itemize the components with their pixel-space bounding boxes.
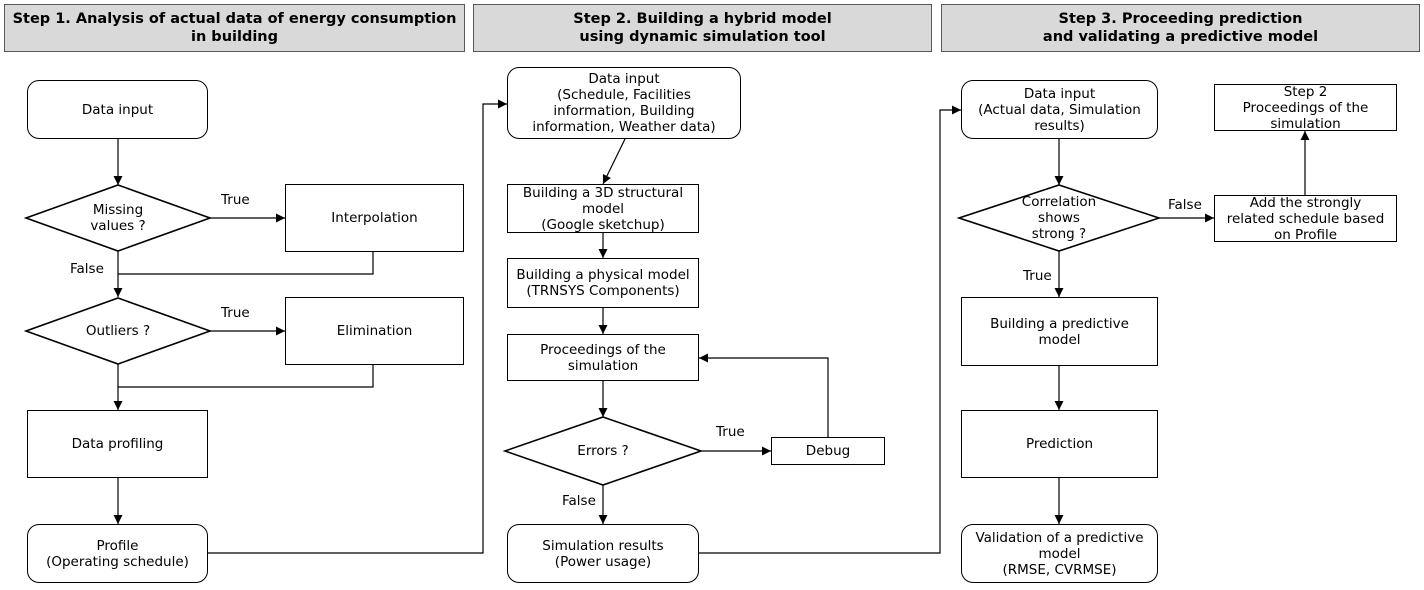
simulation-results-box: Simulation results (Power usage) <box>507 524 699 583</box>
step1-data-input-text: Data input <box>81 101 154 118</box>
proceedings-line2: simulation <box>567 357 639 374</box>
step1-header-line1: Step 1. Analysis of actual data of energ… <box>12 11 457 27</box>
validation-line3: (RMSE, CVRMSE) <box>1002 561 1117 578</box>
predictive-model-line1: Building a predictive <box>990 315 1129 332</box>
predictive-model-box: Building a predictive model <box>961 297 1158 366</box>
debug-box: Debug <box>771 437 885 465</box>
step1-header: Step 1. Analysis of actual data of energ… <box>4 4 465 52</box>
proceedings-line1: Proceedings of the <box>540 341 666 358</box>
edge-profile-step2 <box>208 99 507 554</box>
step3-data-input-line3: results) <box>1034 117 1085 134</box>
edge-datainput-structural <box>602 138 626 185</box>
data-profiling-text: Data profiling <box>71 436 164 452</box>
label-false-errors: False <box>562 493 596 509</box>
edge-elimination-merge <box>118 365 374 388</box>
structural-model-line3: (Google sketchup) <box>541 216 665 233</box>
step2-header-line2: using dynamic simulation tool <box>579 29 826 45</box>
simulation-results-line2: (Power usage) <box>554 553 652 570</box>
step3-data-input: Data input (Actual data, Simulation resu… <box>961 80 1158 139</box>
diamond-outliers <box>23 297 213 365</box>
step1-header-line2: in building <box>190 29 279 45</box>
diamond-missing-values <box>23 184 213 252</box>
step2-proceedings-line1: Step 2 <box>1283 83 1328 100</box>
step2-data-input-line2: (Schedule, Facilities <box>557 87 691 103</box>
profile-box: Profile (Operating schedule) <box>27 524 208 583</box>
prediction-text: Prediction <box>1025 436 1094 452</box>
structural-model-line1: Building a 3D structural <box>522 184 684 201</box>
validation-line1: Validation of a predictive <box>975 529 1144 546</box>
add-schedule-line2: related schedule based <box>1226 210 1385 227</box>
proceedings-box: Proceedings of the simulation <box>507 334 699 381</box>
physical-model-box: Building a physical model (TRNSYS Compon… <box>507 258 699 308</box>
step3-header-line1: Step 3. Proceeding prediction <box>1058 11 1303 27</box>
prediction-box: Prediction <box>961 410 1158 478</box>
data-profiling-box: Data profiling <box>27 410 208 478</box>
simulation-results-line1: Simulation results <box>542 537 664 554</box>
diamond-correlation <box>956 184 1162 252</box>
correlation-line2: shows <box>1038 210 1080 226</box>
edge-results-step3 <box>699 105 961 554</box>
missing-values-line1: Missing <box>92 202 144 218</box>
diamond-errors <box>502 416 704 486</box>
step2-data-input: Data input (Schedule, Facilities informa… <box>507 67 741 139</box>
step2-data-input-line1: Data input <box>588 71 660 87</box>
profile-line2: (Operating schedule) <box>46 553 189 570</box>
structural-model-box: Building a 3D structural model (Google s… <box>507 184 699 233</box>
step2-proceedings-line2: Proceedings of the <box>1242 99 1369 116</box>
missing-values-line2: values ? <box>90 218 146 234</box>
label-true-missing: True <box>221 192 250 208</box>
validation-line2: model <box>1038 545 1081 562</box>
edge-interpolation-merge <box>118 252 374 275</box>
step3-data-input-line2: (Actual data, Simulation <box>978 101 1141 118</box>
step2-data-input-line4: information, Weather data) <box>532 119 716 135</box>
errors-label: Errors ? <box>548 438 658 464</box>
label-true-correlation: True <box>1023 268 1052 284</box>
step3-header-line2: and validating a predictive model <box>1042 29 1319 45</box>
elimination-text: Elimination <box>336 323 413 339</box>
errors-text: Errors ? <box>577 443 629 459</box>
correlation-line1: Correlation <box>1021 194 1097 210</box>
step2-data-input-line3: information, Building <box>553 103 695 119</box>
structural-model-line2: model <box>581 200 625 217</box>
correlation-line3: strong ? <box>1031 226 1087 242</box>
step2-proceedings-line3: simulation <box>1270 115 1341 132</box>
add-schedule-line1: Add the strongly <box>1249 194 1362 211</box>
interpolation-text: Interpolation <box>331 210 418 226</box>
step2-proceedings-box: Step 2 Proceedings of the simulation <box>1214 83 1397 132</box>
step2-header-line1: Step 2. Building a hybrid model <box>573 11 832 27</box>
interpolation-box: Interpolation <box>285 184 464 252</box>
step3-data-input-line1: Data input <box>1023 85 1096 102</box>
add-schedule-box: Add the strongly related schedule based … <box>1214 194 1397 243</box>
edge-debug-proceedings <box>699 353 829 437</box>
label-true-outliers: True <box>221 305 250 321</box>
predictive-model-line2: model <box>1038 331 1081 348</box>
outliers-label: Outliers ? <box>58 318 178 344</box>
correlation-label: Correlation shows strong ? <box>999 193 1119 243</box>
physical-model-line2: (TRNSYS Components) <box>526 283 680 299</box>
label-true-errors: True <box>716 424 745 440</box>
missing-values-label: Missing values ? <box>58 197 178 239</box>
debug-text: Debug <box>805 443 851 459</box>
profile-line1: Profile <box>96 537 139 554</box>
label-false-missing: False <box>70 261 104 277</box>
elimination-box: Elimination <box>285 297 464 365</box>
label-false-correlation: False <box>1168 197 1202 213</box>
add-schedule-line3: on Profile <box>1273 226 1338 243</box>
outliers-text: Outliers ? <box>85 323 151 339</box>
physical-model-line1: Building a physical model <box>516 267 690 283</box>
validation-box: Validation of a predictive model (RMSE, … <box>961 524 1158 583</box>
step3-header: Step 3. Proceeding prediction and valida… <box>941 4 1420 52</box>
step2-header: Step 2. Building a hybrid model using dy… <box>473 4 932 52</box>
step1-data-input: Data input <box>27 80 208 139</box>
